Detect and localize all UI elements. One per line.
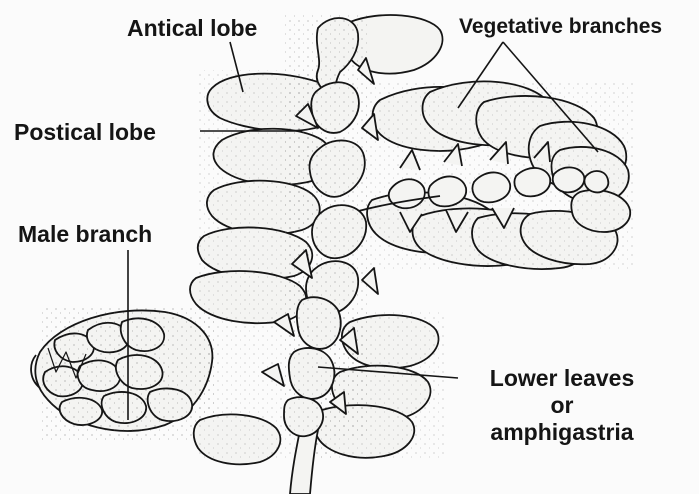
male-branch [31,305,215,440]
label-antical-lobe: Antical lobe [127,17,257,40]
label-lower-leaves-line2: or [462,394,662,417]
label-male-branch: Male branch [18,223,152,246]
label-lower-leaves-line1: Lower leaves [462,367,662,390]
vegetative-branch [355,80,635,270]
label-postical-lobe: Postical lobe [14,121,156,144]
label-lower-leaves-line3: amphigastria [462,421,662,444]
label-vegetative-branches: Vegetative branches [459,16,662,37]
label-lower-leaves: Lower leaves or amphigastria [462,367,662,444]
